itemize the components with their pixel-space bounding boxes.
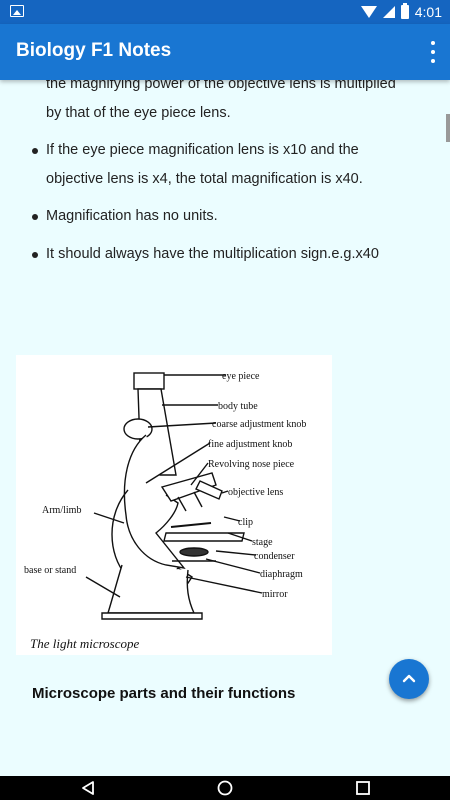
line: the magnifying power of the objective le… — [46, 80, 396, 92]
line: It should always have the multiplication… — [46, 246, 379, 262]
label-diaphragm: diaphragm — [260, 569, 303, 580]
microscope-figure: eye piece body tube coarse adjustment kn… — [16, 355, 332, 655]
label-arm: Arm/limb — [42, 505, 81, 516]
app-title: Biology F1 Notes — [16, 40, 172, 61]
bullet-dot — [32, 148, 38, 154]
label-objective: objective lens — [228, 487, 283, 498]
list-item: Magnification has no units. — [0, 202, 450, 231]
line: If the eye piece magnification lens is x… — [46, 142, 359, 158]
line: objective lens is x4, the total magnific… — [46, 171, 363, 187]
label-nose: Revolving nose piece — [208, 459, 295, 470]
status-bar: 4:01 — [0, 0, 450, 24]
list-item: If the eye piece magnification lens is x… — [0, 136, 450, 194]
scrollbar[interactable] — [446, 114, 450, 142]
figure-caption: The light microscope — [30, 636, 140, 651]
partial-list: the magnifying power of the objective le… — [0, 80, 450, 128]
home-icon[interactable] — [217, 780, 233, 796]
label-fine: fine adjustment knob — [208, 439, 292, 450]
list-item: It should always have the multiplication… — [0, 240, 450, 269]
line: Magnification has no units. — [46, 208, 218, 224]
status-right: 4:01 — [360, 0, 442, 24]
section-title: Microscope parts and their functions — [32, 685, 296, 702]
recents-icon[interactable] — [355, 780, 371, 796]
battery-icon — [400, 3, 409, 19]
label-eye-piece: eye piece — [222, 371, 260, 382]
label-base: base or stand — [24, 565, 76, 576]
back-icon[interactable] — [80, 780, 96, 796]
label-coarse: coarse adjustment knob — [212, 419, 306, 430]
label-condenser: condenser — [254, 551, 295, 562]
content-area[interactable]: the magnifying power of the objective le… — [0, 80, 450, 776]
scroll-top-button[interactable] — [389, 659, 429, 699]
label-stage: stage — [252, 537, 273, 548]
image-icon — [10, 5, 24, 17]
no-signal-icon — [382, 6, 395, 18]
label-body-tube: body tube — [218, 401, 258, 412]
nav-bar — [0, 776, 450, 800]
overflow-menu-icon[interactable] — [430, 40, 436, 64]
arrow-up-icon — [402, 674, 416, 683]
microscope-diagram: eye piece body tube coarse adjustment kn… — [24, 371, 306, 620]
label-mirror: mirror — [262, 589, 288, 600]
list-item: the magnifying power of the objective le… — [0, 80, 450, 128]
bullet-list: If the eye piece magnification lens is x… — [0, 136, 450, 269]
app-bar: Biology F1 Notes — [0, 24, 450, 80]
status-time: 4:01 — [414, 4, 442, 20]
label-clip: clip — [238, 517, 253, 528]
bullet-dot — [32, 214, 38, 220]
wifi-icon — [360, 6, 377, 18]
bullet-dot — [32, 252, 38, 258]
line: by that of the eye piece lens. — [46, 105, 231, 121]
